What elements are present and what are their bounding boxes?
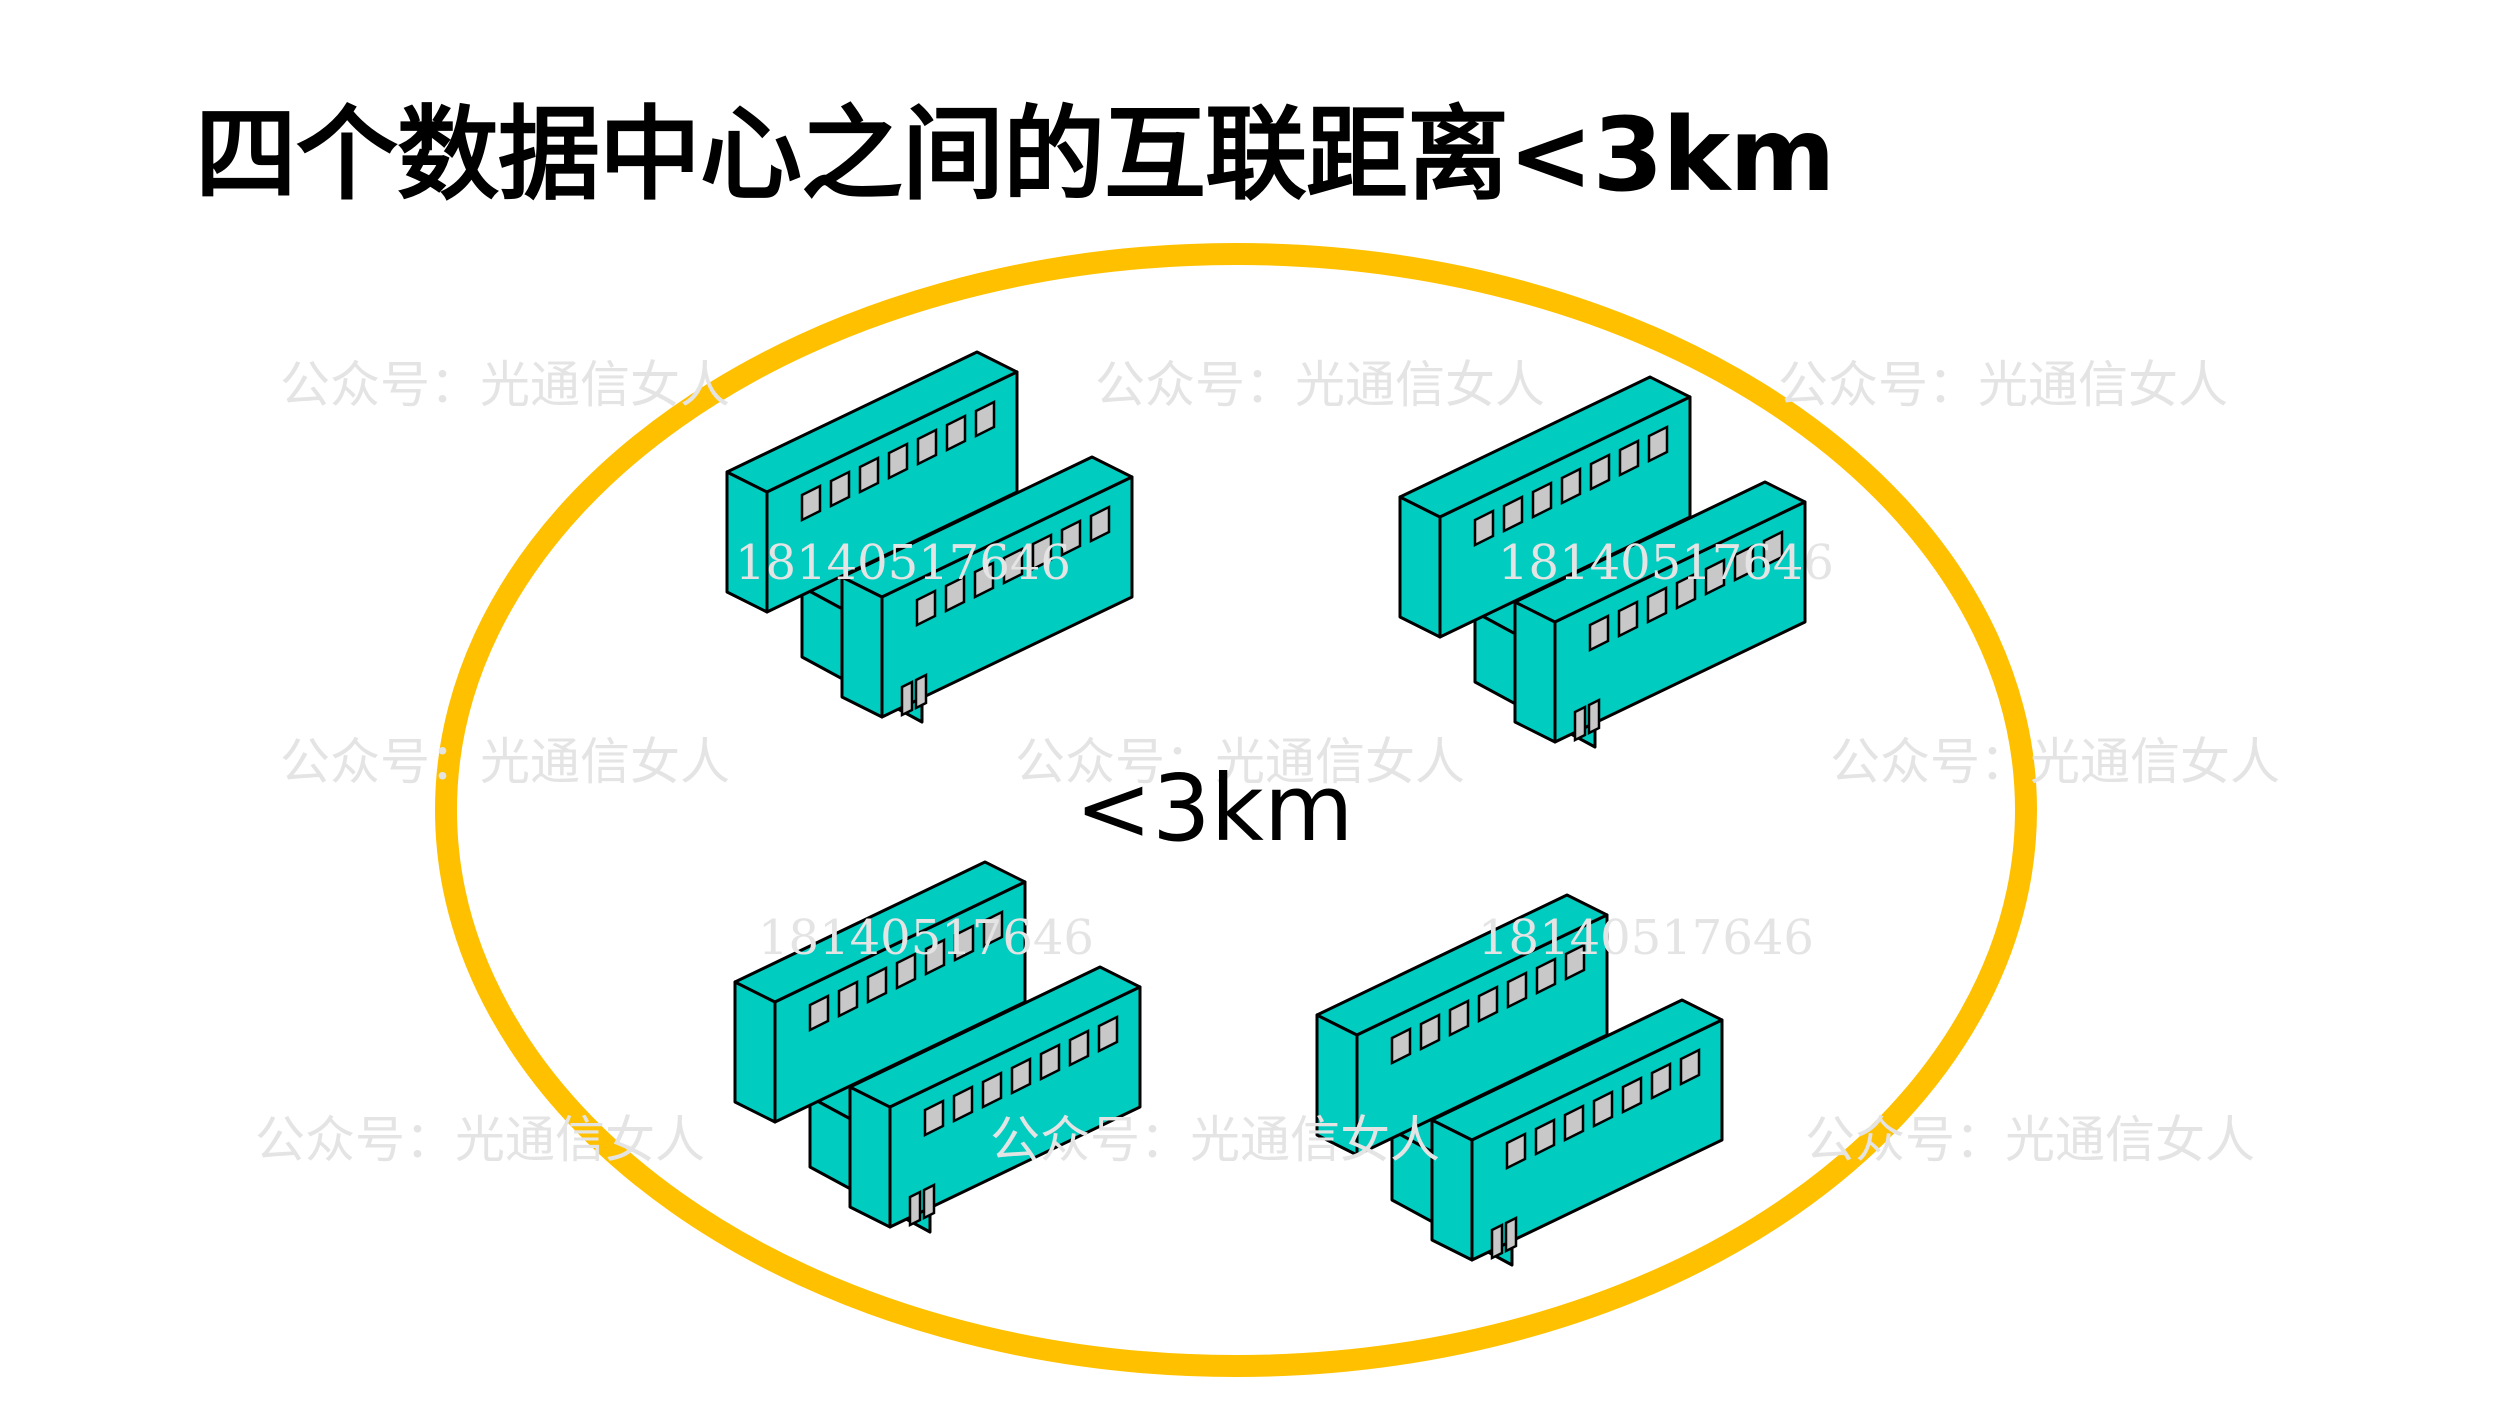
data-center-building-icon: [1398, 375, 1807, 749]
data-center-building-icon: [733, 860, 1142, 1234]
boundary-ellipse: [435, 243, 2037, 1377]
distance-label: <3km: [1075, 755, 1354, 862]
data-center-building-icon: [1315, 893, 1724, 1267]
page-title: 四个数据中心之间的互联距离<3km: [195, 96, 1836, 215]
data-center-building-icon: [725, 350, 1134, 724]
